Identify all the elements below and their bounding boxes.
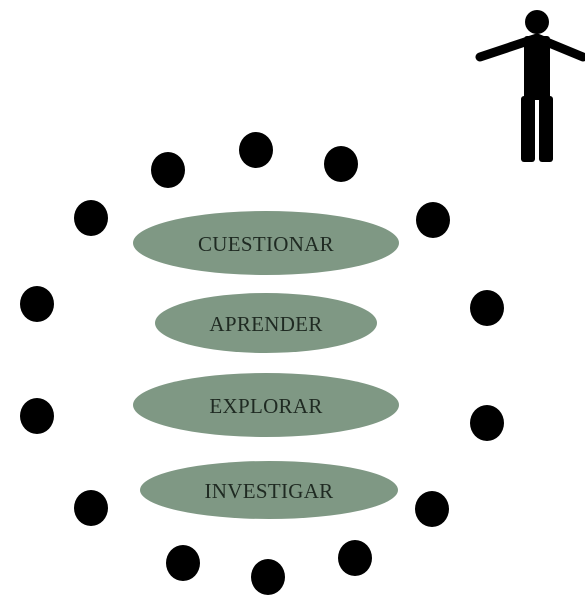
participant-dot bbox=[416, 202, 450, 238]
person-icon bbox=[475, 10, 585, 162]
concept-investigar: INVESTIGAR bbox=[140, 461, 398, 519]
participant-dot bbox=[239, 132, 273, 168]
participant-dot bbox=[415, 491, 449, 527]
participant-dot bbox=[470, 290, 504, 326]
participant-dot bbox=[151, 152, 185, 188]
participant-dot bbox=[74, 200, 108, 236]
participant-dot bbox=[338, 540, 372, 576]
concept-aprender: APRENDER bbox=[155, 293, 377, 353]
concept-cuestionar: CUESTIONAR bbox=[133, 211, 399, 275]
concept-explorar: EXPLORAR bbox=[133, 373, 399, 437]
concept-label: APRENDER bbox=[209, 312, 322, 336]
concept-label: EXPLORAR bbox=[209, 394, 322, 418]
participant-dot bbox=[251, 559, 285, 595]
concept-label: INVESTIGAR bbox=[205, 479, 334, 503]
participant-dot bbox=[166, 545, 200, 581]
concept-label: CUESTIONAR bbox=[198, 232, 334, 256]
participant-dot bbox=[20, 286, 54, 322]
participant-dot bbox=[74, 490, 108, 526]
participant-dot bbox=[324, 146, 358, 182]
participant-dot bbox=[20, 398, 54, 434]
participant-dot bbox=[470, 405, 504, 441]
participant-circle bbox=[20, 132, 504, 595]
